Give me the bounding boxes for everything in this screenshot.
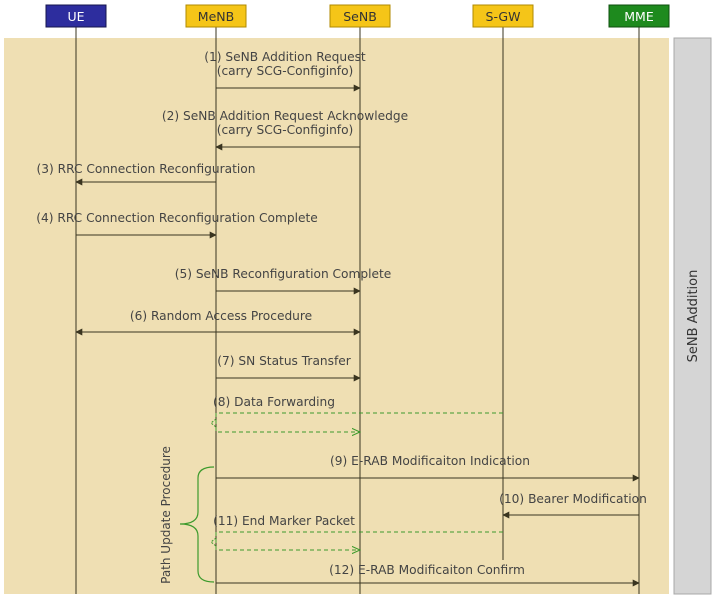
message-2-label: (2) SeNB Addition Request Acknowledge [162, 109, 408, 123]
side-panel-label: SeNB Addition [686, 270, 701, 363]
message-9: (9) E-RAB Modificaiton Indication [216, 454, 640, 482]
message-1-sublabel: (carry SCG-Configinfo) [217, 64, 354, 78]
message-1: (1) SeNB Addition Request (carry SCG-Con… [204, 50, 366, 92]
message-4: (4) RRC Connection Reconfiguration Compl… [36, 211, 318, 239]
message-7-label: (7) SN Status Transfer [217, 354, 352, 368]
entity-headers: UE MeNB SeNB S-GW MME [45, 4, 670, 28]
message-1-label: (1) SeNB Addition Request [204, 50, 366, 64]
message-4-label: (4) RRC Connection Reconfiguration Compl… [36, 211, 318, 225]
entity-ue-label: UE [67, 9, 84, 24]
message-3: (3) RRC Connection Reconfiguration [37, 162, 256, 186]
message-5-label: (5) SeNB Reconfiguration Complete [175, 267, 392, 281]
entity-mme-label: MME [624, 9, 654, 24]
message-7: (7) SN Status Transfer [216, 354, 361, 382]
entity-sgw: S-GW [472, 4, 534, 28]
message-11-dashed-path [215, 531, 503, 550]
message-3-label: (3) RRC Connection Reconfiguration [37, 162, 256, 176]
message-9-label: (9) E-RAB Modificaiton Indication [330, 454, 530, 468]
message-11: (11) End Marker Packet [210, 514, 503, 550]
message-8-dashed-path [215, 412, 503, 432]
message-5: (5) SeNB Reconfiguration Complete [175, 267, 392, 295]
message-2-sublabel: (carry SCG-Configinfo) [217, 123, 354, 137]
message-8-bend-mark [210, 418, 217, 428]
entity-senb-label: SeNB [343, 9, 377, 24]
message-11-label: (11) End Marker Packet [213, 514, 355, 528]
message-10-label: (10) Bearer Modification [499, 492, 647, 506]
message-6: (6) Random Access Procedure [75, 309, 361, 336]
procedure-panel [4, 38, 669, 594]
message-11-bend-mark [210, 537, 217, 547]
entity-ue: UE [45, 4, 107, 28]
message-6-label: (6) Random Access Procedure [130, 309, 312, 323]
path-update-brace: Path Update Procedure [159, 446, 215, 584]
message-2: (2) SeNB Addition Request Acknowledge (c… [162, 109, 408, 151]
message-12-label: (12) E-RAB Modificaiton Confirm [329, 563, 525, 577]
entity-mme: MME [608, 4, 670, 28]
entity-menb-label: MeNB [198, 9, 234, 24]
message-10: (10) Bearer Modification [499, 492, 647, 519]
entity-menb: MeNB [185, 4, 247, 28]
brace-label: Path Update Procedure [159, 446, 173, 584]
side-panel [673, 37, 712, 595]
entity-senb: SeNB [329, 4, 391, 28]
brace-icon [179, 466, 215, 583]
message-8: (8) Data Forwarding [210, 395, 503, 432]
message-8-label: (8) Data Forwarding [213, 395, 335, 409]
lifelines [75, 26, 640, 594]
messages: (1) SeNB Addition Request (carry SCG-Con… [36, 50, 647, 587]
message-12: (12) E-RAB Modificaiton Confirm [216, 563, 640, 587]
entity-sgw-label: S-GW [486, 9, 521, 24]
